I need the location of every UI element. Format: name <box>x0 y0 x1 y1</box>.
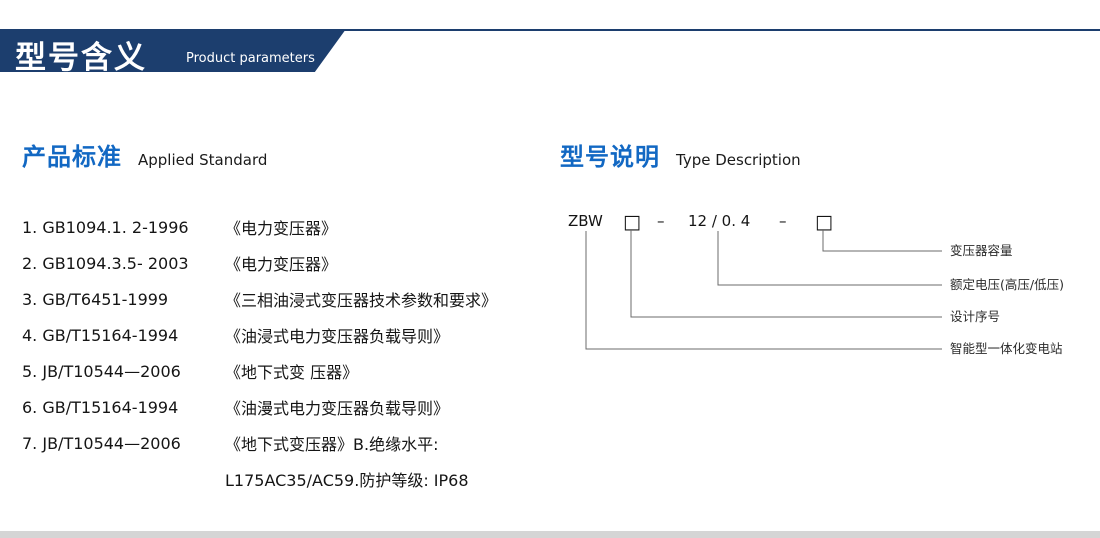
label-design-serial: 设计序号 <box>950 309 1000 324</box>
model-heading-cn: 型号说明 <box>560 143 660 171</box>
dash-separator: – <box>657 212 665 230</box>
model-prefix: ZBW <box>568 212 603 230</box>
standard-item: 6. GB/T15164-1994 《油漫式电力变压器负载导则》 <box>22 389 497 425</box>
standard-desc: 《三相油浸式变压器技术参数和要求》 <box>225 291 498 310</box>
model-heading-en: Type Description <box>676 151 801 169</box>
banner-subtitle: Product parameters <box>186 51 315 66</box>
standard-code: 2. GB1094.3.5- 2003 <box>22 253 189 273</box>
standard-code: 5. JB/T10544—2006 <box>22 361 181 381</box>
standard-item: 1. GB1094.1. 2-1996 《电力变压器》 <box>22 209 497 245</box>
section-banner: 型号含义 Product parameters <box>0 29 346 72</box>
label-station-type: 智能型一体化变电站 <box>950 341 1063 356</box>
standard-desc: 《油漫式电力变压器负载导则》 <box>225 399 450 418</box>
connector-station-type <box>585 231 942 350</box>
standard-desc: 《电力变压器》 <box>225 219 338 238</box>
standard-item: 5. JB/T10544—2006 《地下式变 压器》 <box>22 353 497 389</box>
standard-desc: 《地下式变 压器》 <box>225 363 359 382</box>
standards-heading-en: Applied Standard <box>138 151 268 169</box>
standard-desc: L175AC35/AC59.防护等级: IP68 <box>225 471 469 490</box>
footer-bar <box>0 531 1100 538</box>
standard-item: 7. JB/T10544—2006 《地下式变压器》B.绝缘水平: <box>22 425 497 461</box>
model-code-diagram: ZBW □ – 12 / 0. 4 – □ 变压器容量 额定电压(高压/低压) … <box>568 211 1064 356</box>
connector-design-serial <box>630 230 942 318</box>
banner-title: 型号含义 <box>15 40 147 76</box>
placeholder-box-icon: □ <box>815 211 833 233</box>
standard-item: 4. GB/T15164-1994 《油浸式电力变压器负载导则》 <box>22 317 497 353</box>
standard-item: 2. GB1094.3.5- 2003 《电力变压器》 <box>22 245 497 281</box>
dash-separator: – <box>779 212 787 230</box>
connector-voltage <box>717 231 942 286</box>
standard-item-continuation: L175AC35/AC59.防护等级: IP68 <box>22 461 497 497</box>
standard-desc: 《电力变压器》 <box>225 255 338 274</box>
standard-code: 3. GB/T6451-1999 <box>22 289 169 309</box>
standard-desc: 《地下式变压器》B.绝缘水平: <box>225 435 439 454</box>
placeholder-box-icon: □ <box>623 211 641 233</box>
standard-code: 4. GB/T15164-1994 <box>22 325 179 345</box>
standard-code: 7. JB/T10544—2006 <box>22 433 181 453</box>
standard-desc: 《油浸式电力变压器负载导则》 <box>225 327 450 346</box>
voltage-ratio: 12 / 0. 4 <box>688 212 750 230</box>
standards-heading-cn: 产品标准 <box>22 143 122 171</box>
standards-list: 1. GB1094.1. 2-1996 《电力变压器》 2. GB1094.3.… <box>22 209 497 497</box>
label-capacity: 变压器容量 <box>950 243 1013 258</box>
header-rule <box>0 29 1100 31</box>
standard-code: 1. GB1094.1. 2-1996 <box>22 217 189 237</box>
label-rated-voltage: 额定电压(高压/低压) <box>950 277 1064 292</box>
standard-item: 3. GB/T6451-1999 《三相油浸式变压器技术参数和要求》 <box>22 281 497 317</box>
standard-code: 6. GB/T15164-1994 <box>22 397 179 417</box>
connector-capacity <box>822 230 942 252</box>
standards-heading: 产品标准 Applied Standard <box>22 137 267 172</box>
model-heading: 型号说明 Type Description <box>560 137 801 172</box>
